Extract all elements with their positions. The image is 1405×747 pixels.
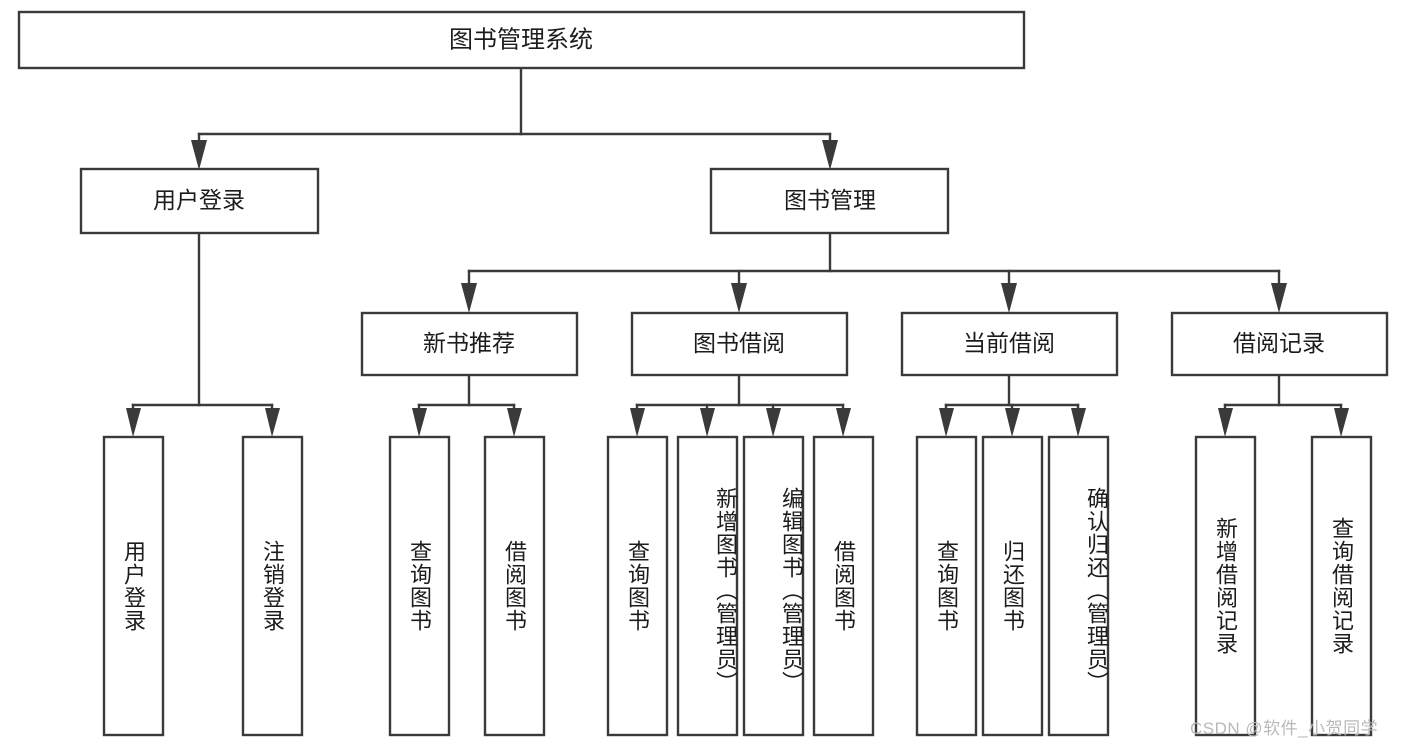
arrow-head-leaf-current-3 xyxy=(1071,408,1086,437)
node-label-user-login: 用户登录 xyxy=(153,187,245,213)
node-box-leaf-borrow-2[interactable] xyxy=(676,435,739,737)
node-box-user-login[interactable] xyxy=(79,167,320,235)
node-box-leaf-record-1[interactable] xyxy=(1194,435,1257,737)
node-box-leaf-borrow-1[interactable] xyxy=(606,435,669,737)
node-box-leaf-record-2[interactable] xyxy=(1310,435,1373,737)
node-box-borrow-record[interactable] xyxy=(1170,311,1389,377)
node-box-leaf-current-2[interactable] xyxy=(981,435,1044,737)
connector-group-root xyxy=(191,66,838,170)
node-label-current-borrow: 当前借阅 xyxy=(963,330,1055,356)
node-box-book-manage[interactable] xyxy=(709,167,950,235)
arrow-head-leaf-borrow-3 xyxy=(766,408,781,437)
node-box-leaf-current-1[interactable] xyxy=(915,435,978,737)
node-box-book-borrow[interactable] xyxy=(630,311,849,377)
node-box-root[interactable] xyxy=(17,10,1026,70)
node-box-current-borrow[interactable] xyxy=(900,311,1119,377)
arrow-head-leaf-record-2 xyxy=(1334,408,1349,437)
arrow-head-leaf-borrow-2 xyxy=(700,408,715,437)
node-label-borrow-record: 借阅记录 xyxy=(1233,330,1325,356)
connector-group-borrow-record xyxy=(1218,373,1349,437)
arrow-head-leaf-recommend-2 xyxy=(507,408,522,437)
arrow-head-leaf-current-1 xyxy=(939,408,954,437)
connector-group-book-manage xyxy=(461,231,1287,313)
node-box-leaf-recommend-2[interactable] xyxy=(483,435,546,737)
arrow-head-leaf-borrow-4 xyxy=(836,408,851,437)
node-box-leaf-user-login-2[interactable] xyxy=(241,435,304,737)
node-label-new-book-recommend: 新书推荐 xyxy=(423,330,515,356)
arrow-head-leaf-record-1 xyxy=(1218,408,1233,437)
watermark-text: CSDN @软件_小贺同学 xyxy=(1190,719,1379,738)
node-box-leaf-borrow-4[interactable] xyxy=(812,435,875,737)
arrow-head-leaf-current-2 xyxy=(1005,408,1020,437)
connector-group-current-borrow xyxy=(939,373,1086,437)
arrow-head-leaf-borrow-1 xyxy=(630,408,645,437)
arrow-head-book-borrow xyxy=(731,283,747,313)
arrow-head-leaf-user-login-1 xyxy=(126,408,141,437)
arrow-head-new-book-recommend xyxy=(461,283,477,313)
node-box-leaf-recommend-1[interactable] xyxy=(388,435,451,737)
arrow-head-user-login xyxy=(191,140,207,170)
node-box-leaf-borrow-3[interactable] xyxy=(742,435,805,737)
arrow-head-current-borrow xyxy=(1001,283,1017,313)
arrow-head-leaf-user-login-2 xyxy=(265,408,280,437)
arrow-head-leaf-recommend-1 xyxy=(412,408,427,437)
arrow-head-borrow-record xyxy=(1271,283,1287,313)
node-box-leaf-user-login-1[interactable] xyxy=(102,435,165,737)
arrow-head-book-manage xyxy=(822,140,838,170)
node-label-book-manage: 图书管理 xyxy=(784,187,876,213)
node-label-root: 图书管理系统 xyxy=(449,26,593,53)
connector-group-new-book-recommend xyxy=(412,373,522,437)
node-box-new-book-recommend[interactable] xyxy=(360,311,579,377)
node-label-book-borrow: 图书借阅 xyxy=(693,330,785,356)
node-box-leaf-current-3[interactable] xyxy=(1047,435,1110,737)
connector-group-book-borrow xyxy=(630,373,851,437)
connector-group-user-login xyxy=(126,231,280,437)
